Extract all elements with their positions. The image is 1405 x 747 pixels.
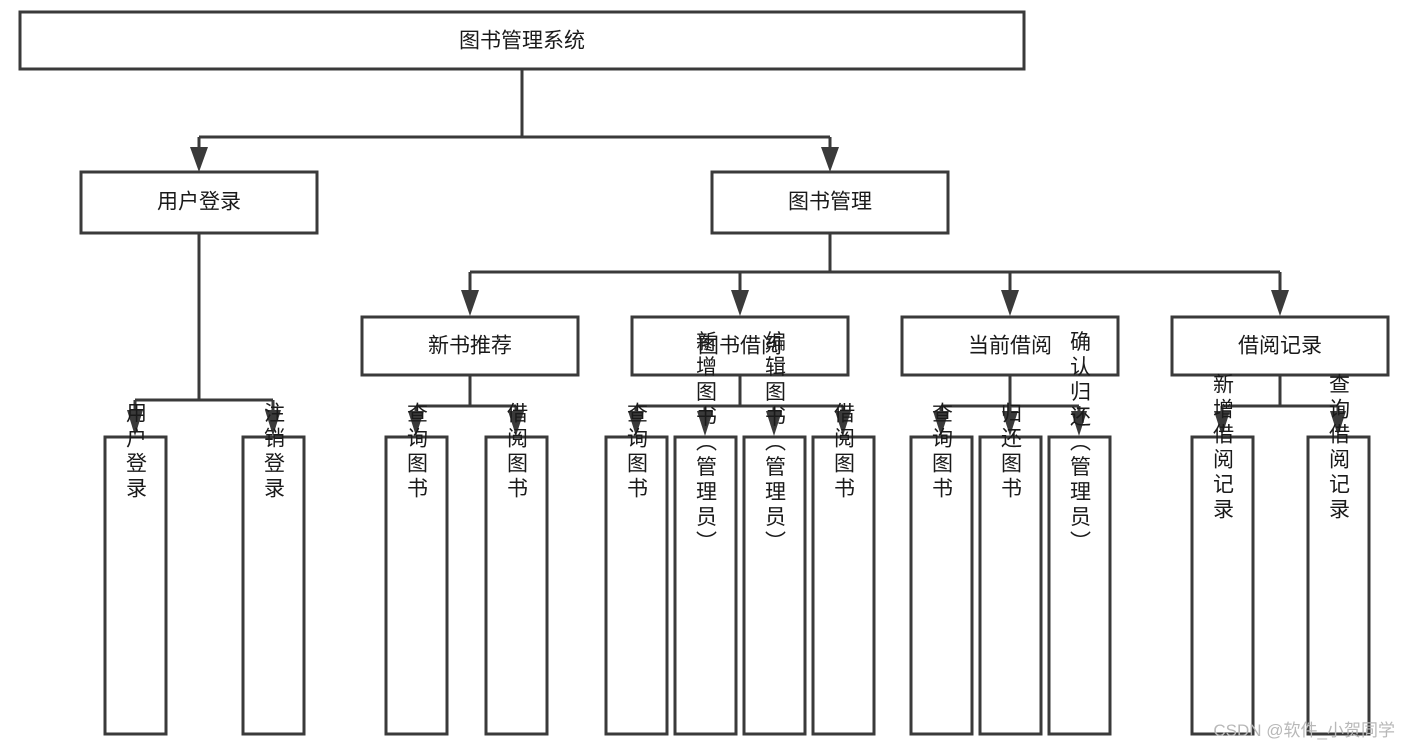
leaf-new-book-recommend-1-box[interactable] <box>484 435 549 736</box>
leaf-current-borrow-1-box[interactable] <box>978 435 1043 736</box>
arrow-head-bookborrow-leaf-1 <box>697 411 713 436</box>
leaf-book-borrow-3-label: 借阅图书 <box>832 402 856 502</box>
leaf-new-book-recommend-0-box[interactable] <box>384 435 449 736</box>
arrow-head-current-borrow <box>1001 290 1019 316</box>
arrow-head-book-management <box>821 147 839 172</box>
node-user-login-label: 用户登录 <box>157 191 241 214</box>
arrow-head-newbook-leaf-1 <box>508 411 524 436</box>
arrow-head-bookborrow-leaf-0 <box>628 411 644 436</box>
leaf-borrow-records-0-box[interactable] <box>1190 435 1255 736</box>
node-new-book-recommend[interactable]: 新书推荐 <box>360 315 580 377</box>
leaf-current-borrow-2-box[interactable] <box>1047 435 1112 736</box>
node-book-management-box[interactable] <box>710 170 950 235</box>
node-book-management[interactable]: 图书管理 <box>710 170 950 235</box>
arrow-head-userlogin-leaf-1 <box>265 410 281 436</box>
node-book-management-label: 图书管理 <box>788 191 872 214</box>
node-root-book-management-system[interactable]: 图书管理系统 <box>18 10 1026 71</box>
leaf-new-book-recommend-1[interactable]: 借阅图书 <box>484 402 549 736</box>
leaf-borrow-records-1-label: 查询借阅记录 <box>1327 373 1351 523</box>
leaf-book-borrow-1-label: 新增图书（管理员） <box>694 331 718 556</box>
arrow-head-currentborrow-leaf-0 <box>933 411 949 436</box>
leaf-user-login-0-label: 用户登录 <box>124 402 148 502</box>
arrow-head-borrowrecords-leaf-1 <box>1330 411 1346 436</box>
leaf-book-borrow-0[interactable]: 查询图书 <box>604 402 669 736</box>
arrow-head-userlogin-leaf-0 <box>127 410 143 436</box>
leaf-current-borrow-0-box[interactable] <box>909 435 974 736</box>
leaf-user-login-0-box[interactable] <box>103 435 168 736</box>
node-root-box[interactable] <box>18 10 1026 71</box>
arrow-head-currentborrow-leaf-1 <box>1002 411 1018 436</box>
node-new-book-recommend-label: 新书推荐 <box>428 335 512 358</box>
node-borrow-records-box[interactable] <box>1170 315 1390 377</box>
node-book-borrow[interactable]: 图书借阅 <box>630 315 850 377</box>
arrow-head-user-login <box>190 147 208 172</box>
arrow-head-new-book <box>461 290 479 316</box>
node-borrow-records[interactable]: 借阅记录 <box>1170 315 1390 377</box>
arrow-head-currentborrow-leaf-2 <box>1071 411 1087 436</box>
node-root-label: 图书管理系统 <box>459 30 585 53</box>
leaf-user-login-1-box[interactable] <box>241 435 306 736</box>
leaf-book-borrow-1[interactable]: 新增图书（管理员） <box>673 331 738 736</box>
leaf-book-borrow-2[interactable]: 编辑图书（管理员） <box>742 331 807 736</box>
leaf-user-login-0[interactable]: 用户登录 <box>103 402 168 736</box>
node-book-borrow-box[interactable] <box>630 315 850 377</box>
leaf-book-borrow-3-box[interactable] <box>811 435 876 736</box>
leaf-borrow-records-1-box[interactable] <box>1306 435 1371 736</box>
node-user-login-box[interactable] <box>79 170 319 235</box>
leaf-borrow-records-0-label: 新增借阅记录 <box>1211 373 1235 523</box>
arrow-head-bookborrow-leaf-3 <box>835 411 851 436</box>
edges-currentborrow-to-leaves <box>933 375 1087 436</box>
leaf-book-borrow-0-box[interactable] <box>604 435 669 736</box>
edges-bookborrow-to-leaves <box>628 375 851 436</box>
edges-root-to-level2 <box>190 69 839 172</box>
arrow-head-borrowrecords-leaf-0 <box>1214 411 1230 436</box>
leaf-user-login-1-label: 注销登录 <box>262 402 286 502</box>
edges-userlogin-to-leaves <box>127 233 281 436</box>
node-current-borrow-label: 当前借阅 <box>968 335 1052 358</box>
node-current-borrow[interactable]: 当前借阅 <box>900 315 1120 377</box>
leaf-book-borrow-3[interactable]: 借阅图书 <box>811 402 876 736</box>
leaf-book-borrow-2-box[interactable] <box>742 435 807 736</box>
arrow-head-bookborrow-leaf-2 <box>766 411 782 436</box>
arrow-head-book-borrow <box>731 290 749 316</box>
edges-bookmgmt-to-level3 <box>461 233 1289 316</box>
edges-borrowrecords-to-leaves <box>1214 375 1346 436</box>
leaf-book-borrow-1-box[interactable] <box>673 435 738 736</box>
leaf-current-borrow-1-label: 归还图书 <box>999 402 1023 502</box>
leaf-book-borrow-0-label: 查询图书 <box>625 402 649 502</box>
arrow-head-newbook-leaf-0 <box>408 411 424 436</box>
node-new-book-recommend-box[interactable] <box>360 315 580 377</box>
leaf-new-book-recommend-1-label: 借阅图书 <box>505 402 529 502</box>
leaf-new-book-recommend-0[interactable]: 查询图书 <box>384 402 449 736</box>
leaf-book-borrow-2-label: 编辑图书（管理员） <box>763 331 787 556</box>
arrow-head-borrow-records <box>1271 290 1289 316</box>
node-book-borrow-label: 图书借阅 <box>698 335 782 358</box>
leaf-current-borrow-1[interactable]: 归还图书 <box>978 402 1043 736</box>
leaf-user-login-1[interactable]: 注销登录 <box>241 402 306 736</box>
leaf-current-borrow-2-label: 确认归还（管理员） <box>1068 331 1092 556</box>
node-borrow-records-label: 借阅记录 <box>1238 335 1322 358</box>
leaf-current-borrow-0-label: 查询图书 <box>930 402 954 502</box>
edges-newbook-to-leaves <box>408 375 524 436</box>
leaf-borrow-records-1[interactable]: 查询借阅记录 <box>1306 373 1371 736</box>
leaf-current-borrow-2[interactable]: 确认归还（管理员） <box>1047 331 1112 736</box>
leaf-borrow-records-0[interactable]: 新增借阅记录 <box>1190 373 1255 736</box>
node-user-login[interactable]: 用户登录 <box>79 170 319 235</box>
leaf-current-borrow-0[interactable]: 查询图书 <box>909 402 974 736</box>
leaf-new-book-recommend-0-label: 查询图书 <box>405 402 429 502</box>
node-current-borrow-box[interactable] <box>900 315 1120 377</box>
